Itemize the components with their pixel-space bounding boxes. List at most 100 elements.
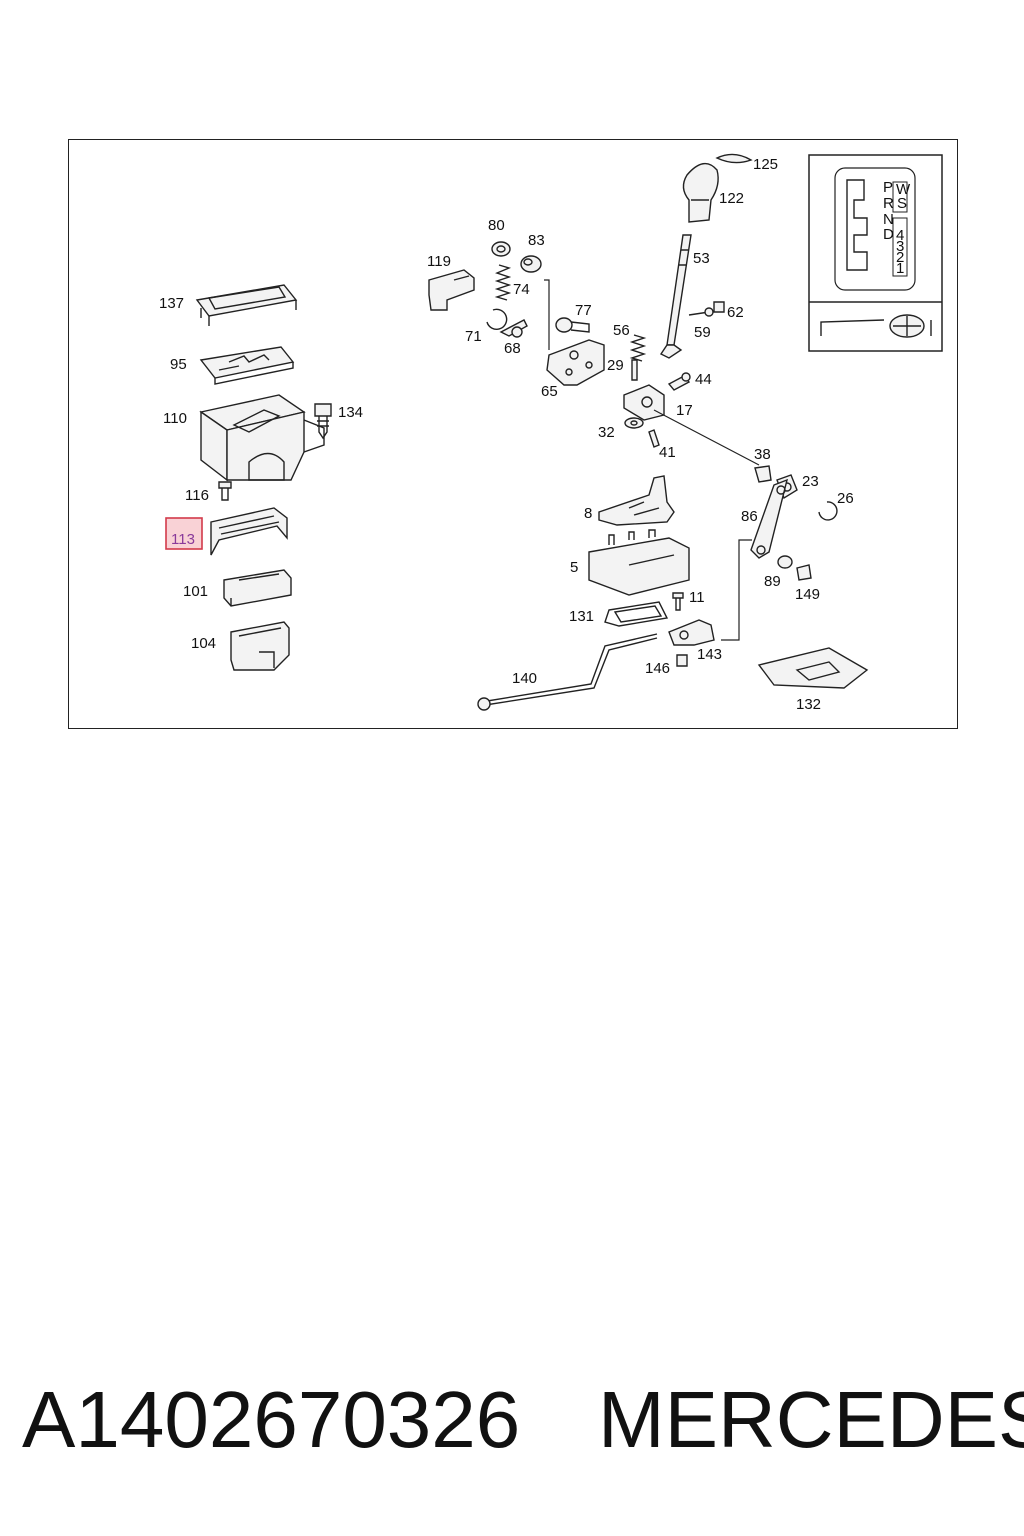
- part-74-spring: [494, 264, 512, 301]
- inset-gear-2: 2: [896, 249, 904, 266]
- label-77: 77: [575, 302, 592, 319]
- part-77-pin: [555, 317, 590, 333]
- part-122-shift-knob: [682, 162, 719, 223]
- label-56: 56: [613, 322, 630, 339]
- label-38: 38: [754, 446, 771, 463]
- inset-gear-3: 3: [896, 238, 904, 255]
- part-53-shift-lever: [659, 234, 692, 359]
- inset-gear-r: R: [883, 195, 894, 212]
- highlight-box-113: [165, 517, 203, 550]
- label-86: 86: [741, 508, 758, 525]
- part-134-screw: [314, 403, 332, 440]
- part-71-clip: [486, 308, 508, 331]
- part-29-pin: [631, 359, 638, 381]
- part-146-bushing: [676, 654, 688, 667]
- part-131-gasket: [604, 601, 669, 627]
- label-80: 80: [488, 217, 505, 234]
- part-119-bracket: [428, 269, 475, 311]
- label-125: 125: [753, 156, 778, 173]
- inset-mode-s: S: [897, 195, 907, 212]
- part-38-nut: [754, 465, 772, 483]
- part-86-selector-arm: [750, 478, 789, 559]
- part-101-switch-panel: [223, 569, 292, 607]
- label-122: 122: [719, 190, 744, 207]
- part-11-screw: [672, 592, 684, 611]
- part-95-gate-plate: [199, 346, 295, 385]
- part-44-bolt: [667, 372, 691, 391]
- label-71: 71: [465, 328, 482, 345]
- part-56-spring: [629, 334, 647, 362]
- label-89: 89: [764, 573, 781, 590]
- part-104-module: [230, 621, 290, 671]
- label-131: 131: [569, 608, 594, 625]
- inset-gear-4: 4: [896, 227, 904, 244]
- part-149-clip: [796, 564, 812, 581]
- label-26: 26: [837, 490, 854, 507]
- label-134: 134: [338, 404, 363, 421]
- footer: A1402670326 MERCEDES: [0, 1370, 1024, 1470]
- label-74: 74: [513, 281, 530, 298]
- part-62-clip: [713, 301, 725, 313]
- part-110-console-housing: [199, 394, 325, 482]
- inset-gear-indicator: P R N D 4 3 2 1 W S: [808, 154, 943, 352]
- label-11: 11: [689, 589, 705, 606]
- inset-gear-1: 1: [896, 260, 904, 277]
- part-140-shift-rod: [477, 633, 658, 711]
- label-116: 116: [185, 487, 209, 504]
- part-68-lever: [499, 319, 528, 338]
- label-132: 132: [796, 696, 821, 713]
- label-137: 137: [159, 295, 184, 312]
- label-104: 104: [191, 635, 216, 652]
- label-95: 95: [170, 356, 187, 373]
- label-62: 62: [727, 304, 744, 321]
- part-8-gate-cover: [598, 475, 675, 526]
- parts-diagram-frame: P R N D 4 3 2 1 W S 113 137 95 110 134 1…: [68, 139, 958, 729]
- label-59: 59: [694, 324, 711, 341]
- label-140: 140: [512, 670, 537, 687]
- label-101: 101: [183, 583, 208, 600]
- label-29: 29: [607, 357, 624, 374]
- part-59-bolt: [688, 307, 714, 317]
- part-32-washer: [624, 417, 644, 429]
- brand-text: MERCEDES: [598, 1375, 1024, 1464]
- part-80-bushing: [491, 241, 511, 257]
- label-68: 68: [504, 340, 521, 357]
- label-65: 65: [541, 383, 558, 400]
- inset-mode-w: W: [896, 181, 911, 198]
- label-146: 146: [645, 660, 670, 677]
- label-5: 5: [570, 559, 578, 576]
- label-113-highlighted: 113: [171, 531, 195, 548]
- label-17: 17: [676, 402, 693, 419]
- label-8: 8: [584, 505, 592, 522]
- label-110: 110: [163, 410, 187, 427]
- parts-diagram: P R N D 4 3 2 1 W S 113 137 95 110 134 1…: [159, 153, 943, 713]
- label-149: 149: [795, 586, 820, 603]
- label-23: 23: [802, 473, 819, 490]
- part-17-pivot: [623, 384, 665, 421]
- part-125-emblem: [715, 153, 753, 164]
- leader-86-143: [721, 539, 752, 641]
- part-116-screw: [218, 481, 232, 501]
- label-143: 143: [697, 646, 722, 663]
- part-5-base-housing: [588, 529, 690, 596]
- leader-17-38: [653, 409, 760, 466]
- label-83: 83: [528, 232, 545, 249]
- part-83-cap: [520, 255, 542, 273]
- part-143-lever-bracket: [668, 619, 715, 646]
- inset-gear-p: P: [883, 179, 893, 196]
- part-26-circlip: [818, 501, 838, 521]
- label-41: 41: [659, 444, 676, 461]
- part-65-plate: [546, 339, 605, 386]
- label-119: 119: [427, 253, 451, 270]
- part-89-bushing: [777, 555, 793, 569]
- part-137-bezel: [195, 284, 298, 326]
- part-number-text: A1402670326: [22, 1375, 521, 1464]
- label-53: 53: [693, 250, 710, 267]
- part-41-pin: [648, 429, 660, 448]
- leader-83-65: [544, 279, 550, 350]
- label-32: 32: [598, 424, 615, 441]
- inset-gear-n: N: [883, 211, 894, 228]
- inset-gear-d: D: [883, 226, 894, 243]
- label-44: 44: [695, 371, 712, 388]
- part-113-cover: [210, 507, 288, 556]
